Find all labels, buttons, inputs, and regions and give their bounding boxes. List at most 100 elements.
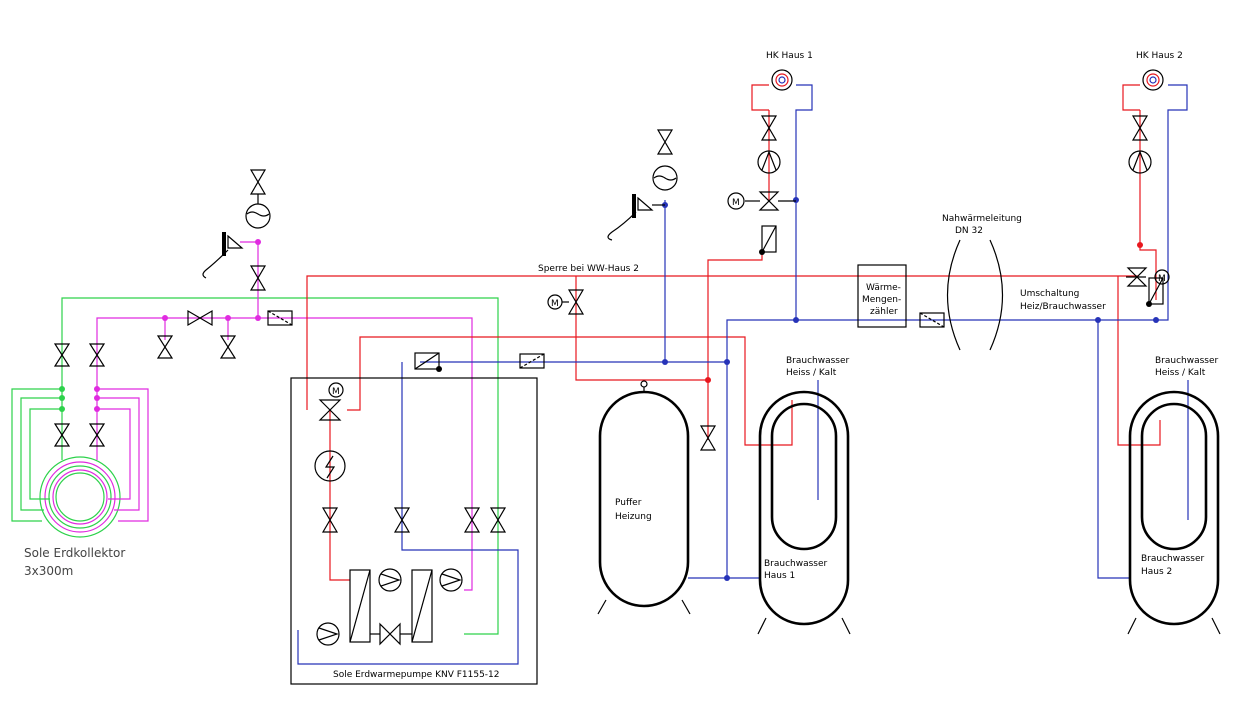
label-nahwaerme-2: DN 32 bbox=[955, 226, 983, 236]
junction-dot bbox=[162, 315, 168, 321]
motor-valve-sperre: M bbox=[547, 289, 585, 315]
valve-icon bbox=[53, 423, 71, 447]
pump-icon bbox=[757, 150, 781, 174]
red-pipe-heatpump bbox=[329, 410, 350, 581]
expansion-valve-icon bbox=[379, 622, 401, 646]
junction-dot bbox=[225, 315, 231, 321]
radiator-hk-haus-1 bbox=[771, 69, 793, 91]
label-bw-haus2-1: Brauchwasser bbox=[1141, 554, 1205, 564]
junction-dot bbox=[94, 406, 100, 412]
label-sperre: Sperre bei WW-Haus 2 bbox=[538, 264, 639, 274]
junction-dot bbox=[793, 317, 799, 323]
svg-text:M: M bbox=[332, 387, 340, 397]
heatpump-enclosure bbox=[290, 377, 538, 685]
valve-icon bbox=[489, 507, 507, 533]
red-hk1-loop bbox=[751, 84, 769, 111]
valve-icon bbox=[88, 423, 106, 447]
label-waerme-3: zähler bbox=[870, 307, 898, 317]
expansion-vessel-icon bbox=[652, 165, 678, 191]
blue-return-main bbox=[420, 200, 666, 363]
valve-icon bbox=[156, 335, 174, 359]
compressor-icon bbox=[378, 568, 402, 592]
expansion-vessel-icon bbox=[245, 194, 271, 229]
heat-meter bbox=[857, 264, 907, 328]
valve-icon bbox=[760, 115, 778, 141]
valve-icon bbox=[249, 265, 267, 291]
label-waerme-1: Wärme- bbox=[866, 283, 901, 293]
label-umschaltung-2: Heiz/Brauchwasser bbox=[1020, 302, 1106, 312]
label-waermepumpe: Sole Erdwarmepumpe KNV F1155-12 bbox=[333, 670, 500, 680]
check-valve-icon bbox=[414, 352, 442, 372]
label-bw-hk2-1: Brauchwasser bbox=[1155, 356, 1219, 366]
valve-icon bbox=[656, 129, 674, 155]
junction-dot bbox=[793, 197, 799, 203]
pump-icon bbox=[1128, 150, 1152, 174]
valve-icon bbox=[219, 335, 237, 359]
label-nahwaerme-1: Nahwärmeleitung bbox=[942, 214, 1022, 224]
label-puffer-2: Heizung bbox=[615, 512, 652, 522]
label-sole-2: 3x300m bbox=[24, 564, 73, 578]
red-flow-main bbox=[306, 275, 1138, 410]
valve-icon bbox=[321, 507, 339, 533]
radiator-hk-haus-2 bbox=[1142, 69, 1164, 91]
red-hk2-loop bbox=[1122, 84, 1140, 111]
junction-dot bbox=[59, 406, 65, 412]
junction-dot bbox=[1153, 317, 1159, 323]
puffer-tank bbox=[597, 380, 691, 615]
junction-dot bbox=[94, 395, 100, 401]
valve-icon bbox=[88, 343, 106, 367]
valve-icon bbox=[463, 507, 481, 533]
red-pipe-puffer bbox=[575, 252, 763, 381]
junction-dot bbox=[1137, 242, 1143, 248]
brauchwasser-tank-haus-1 bbox=[757, 390, 851, 635]
label-puffer-1: Puffer bbox=[615, 498, 642, 508]
brine-pipe-green bbox=[61, 297, 499, 635]
junction-dot bbox=[662, 359, 668, 365]
label-waerme-2: Mengen- bbox=[862, 295, 901, 305]
junction-dot bbox=[724, 575, 730, 581]
label-umschaltung-1: Umschaltung bbox=[1020, 289, 1079, 299]
valve-icon bbox=[393, 507, 411, 533]
blue-pipe-heatpump bbox=[297, 362, 519, 665]
check-valve-icon bbox=[759, 225, 777, 255]
safety-valve-icon bbox=[607, 194, 665, 241]
valve-icon bbox=[1131, 115, 1149, 141]
dirt-filter-icon bbox=[919, 312, 945, 328]
heat-exchanger-right bbox=[411, 569, 433, 643]
motor-valve-heatpump bbox=[318, 399, 342, 421]
junction-dot bbox=[1095, 317, 1101, 323]
blue-pipe-haus2 bbox=[1097, 320, 1130, 579]
valve-icon bbox=[53, 343, 71, 367]
check-valve-icon bbox=[1146, 277, 1164, 307]
blue-return-hk1 bbox=[795, 84, 813, 320]
valve-horizontal-icon bbox=[187, 309, 213, 327]
label-bw-hk1-1: Brauchwasser bbox=[786, 356, 850, 366]
heat-exchanger-left bbox=[349, 569, 371, 643]
pipe-break-symbol bbox=[947, 239, 1003, 351]
safety-valve-icon bbox=[202, 232, 244, 279]
brauchwasser-tank-haus-2 bbox=[1127, 390, 1221, 635]
svg-text:M: M bbox=[732, 198, 740, 208]
dirt-filter-icon bbox=[519, 353, 545, 369]
svg-text:M: M bbox=[551, 299, 559, 309]
junction-dot bbox=[724, 359, 730, 365]
red-hk2-riser bbox=[1139, 110, 1157, 300]
mixing-valve-hk1: M bbox=[727, 191, 796, 211]
brine-pump-icon bbox=[439, 568, 463, 592]
dirt-filter-icon bbox=[267, 310, 293, 326]
brine-pipe-magenta bbox=[96, 317, 473, 591]
electric-heater-icon bbox=[314, 450, 346, 482]
ground-collector bbox=[11, 388, 149, 538]
label-hk-haus-2: HK Haus 2 bbox=[1136, 51, 1183, 61]
junction-dot bbox=[59, 395, 65, 401]
valve-icon bbox=[249, 169, 267, 195]
circulation-pump-icon bbox=[316, 622, 340, 646]
label-bw-hk1-2: Heiss / Kalt bbox=[786, 368, 837, 378]
red-pipe-haus2-tank bbox=[1117, 276, 1161, 446]
red-pipe-heatpump-return bbox=[347, 336, 793, 446]
label-sole-1: Sole Erdkollektor bbox=[24, 546, 125, 560]
label-bw-haus2-2: Haus 2 bbox=[1141, 567, 1172, 577]
blue-return-long bbox=[726, 84, 1188, 578]
label-bw-haus1-2: Haus 1 bbox=[764, 571, 795, 581]
